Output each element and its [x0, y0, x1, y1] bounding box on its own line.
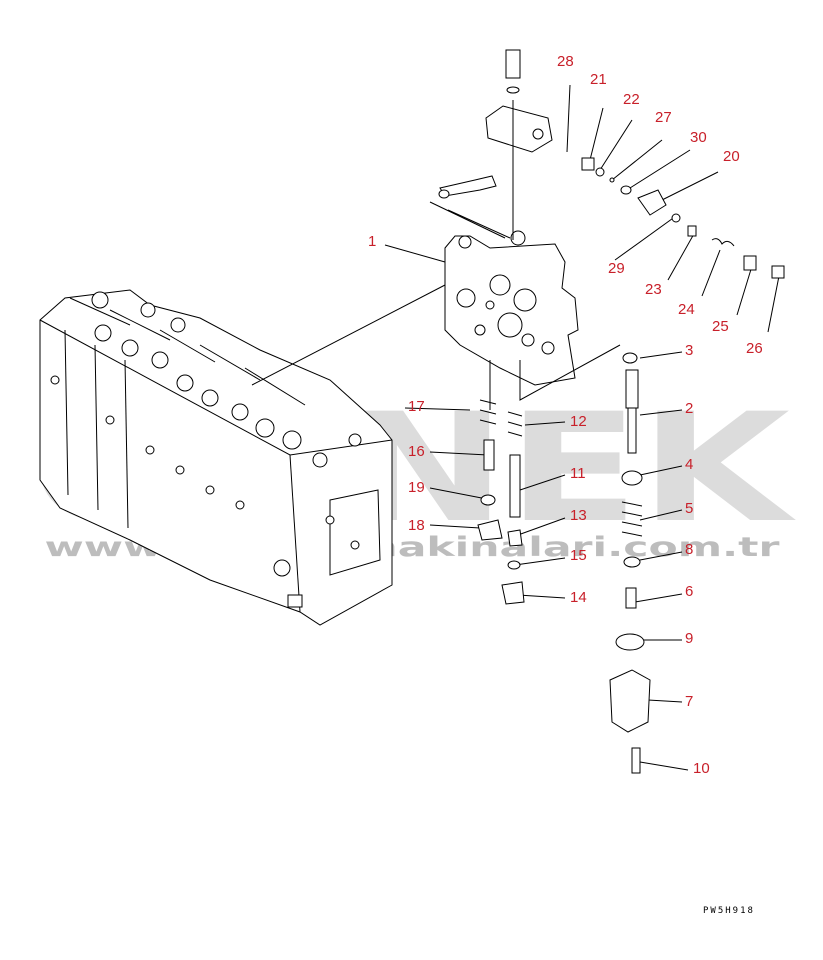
- callout-27: 27: [655, 109, 672, 126]
- callout-12: 12: [570, 413, 587, 430]
- callout-16: 16: [408, 443, 425, 460]
- valve-section-body: [444, 230, 579, 386]
- callout-26: 26: [746, 340, 763, 357]
- pilot-cover: [438, 49, 553, 199]
- callout-29: 29: [608, 260, 625, 277]
- callout-2: 2: [685, 400, 693, 417]
- callout-30: 30: [690, 129, 707, 146]
- callout-19: 19: [408, 479, 425, 496]
- callout-11: 11: [570, 465, 586, 482]
- callout-9: 9: [685, 630, 693, 647]
- callout-28: 28: [557, 53, 574, 70]
- leader-lines: [251, 84, 780, 771]
- callout-15: 15: [570, 547, 587, 564]
- callout-13: 13: [570, 507, 587, 524]
- callout-4: 4: [685, 456, 693, 473]
- callout-17: 17: [408, 398, 425, 415]
- small-parts: [477, 157, 785, 774]
- callout-18: 18: [408, 517, 425, 534]
- callout-14: 14: [570, 589, 587, 606]
- callout-7: 7: [685, 693, 693, 710]
- callout-3: 3: [685, 342, 693, 359]
- main-valve-assembly: [39, 289, 393, 626]
- callout-21: 21: [590, 71, 607, 88]
- callout-25: 25: [712, 318, 729, 335]
- callout-6: 6: [685, 583, 693, 600]
- callout-1: 1: [368, 233, 376, 250]
- callout-20: 20: [723, 148, 740, 165]
- callout-8: 8: [685, 541, 693, 558]
- callout-5: 5: [685, 500, 693, 517]
- callout-24: 24: [678, 301, 695, 318]
- callout-22: 22: [623, 91, 640, 108]
- callout-labels: 1 2 3 4 5 6 7 8 9 10 11 12 13 14 15 16 1…: [368, 53, 763, 777]
- callout-23: 23: [645, 281, 662, 298]
- drawing-code: PW5H918: [703, 906, 755, 916]
- callout-10: 10: [693, 760, 710, 777]
